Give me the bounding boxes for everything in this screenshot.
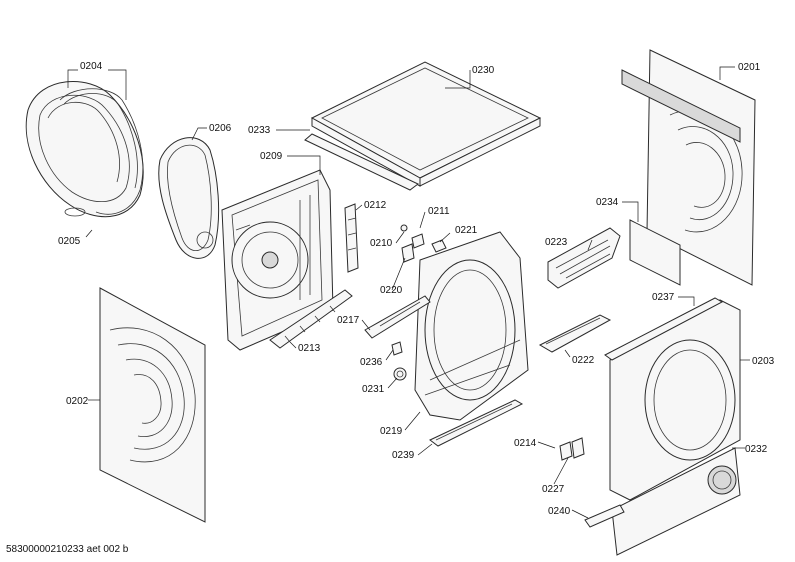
label-0204: 0204 [80, 61, 103, 72]
part-0203-front-panel [609, 299, 741, 501]
part-0213-bracket [269, 289, 353, 349]
part-0239-seal-frame [429, 399, 524, 447]
part-0202-side-panel [99, 287, 206, 523]
part-0211-sensor [411, 233, 425, 249]
label-0214: 0214 [514, 438, 537, 449]
label-0240: 0240 [548, 506, 571, 517]
label-0220: 0220 [380, 285, 403, 296]
label-0206: 0206 [209, 123, 232, 134]
part-0227-hinge [571, 437, 585, 459]
part-0209-rear-wall [221, 169, 334, 351]
part-0233-cover-plate [304, 133, 419, 191]
part-0206-loop-seal [158, 137, 220, 259]
label-0234: 0234 [596, 197, 619, 208]
part-0205-gasket [59, 88, 144, 215]
part-0212-rail [344, 203, 359, 273]
label-0222: 0222 [572, 355, 595, 366]
part-0210-screw [400, 224, 408, 232]
label-0211: 0211 [428, 206, 450, 217]
label-0221: 0221 [455, 225, 478, 236]
part-0222-gasket [538, 314, 612, 353]
label-0203: 0203 [752, 356, 775, 367]
part-0204-door-seal [25, 81, 144, 218]
label-0237: 0237 [652, 292, 675, 303]
leader-lines [67, 66, 750, 519]
part-0201-rear-panel [621, 49, 756, 286]
part-0217-filter-guide [364, 295, 431, 339]
part-0214-lock [559, 441, 573, 461]
part-0221-connector [431, 239, 447, 253]
label-0201: 0201 [738, 62, 761, 73]
label-0202: 0202 [66, 396, 89, 407]
label-0219: 0219 [380, 426, 403, 437]
label-0210: 0210 [370, 238, 393, 249]
label-0236: 0236 [360, 357, 383, 368]
part-0231-knob [393, 367, 407, 381]
label-0232: 0232 [745, 444, 768, 455]
part-0240-plinth-clip [584, 504, 625, 528]
label-0227: 0227 [542, 484, 565, 495]
part-0219-bearing-shield [414, 231, 529, 421]
part-0230-top-cover [310, 61, 542, 187]
label-0230: 0230 [472, 65, 495, 76]
part-0220-clip [401, 243, 415, 263]
label-0231: 0231 [362, 384, 385, 395]
label-0217: 0217 [337, 315, 360, 326]
part-0236-clip [391, 341, 403, 356]
label-0233: 0233 [248, 125, 271, 136]
callout-labels: 0204 0205 0206 0209 0233 0230 0212 0211 … [58, 61, 775, 517]
label-0212: 0212 [364, 200, 387, 211]
label-0209: 0209 [260, 151, 283, 162]
label-0239: 0239 [392, 450, 415, 461]
label-0205: 0205 [58, 236, 81, 247]
label-0213: 0213 [298, 343, 321, 354]
part-0237-panel-rail [604, 297, 724, 361]
part-0232-plinth [611, 447, 741, 556]
label-0223: 0223 [545, 237, 568, 248]
part-0223-condenser [547, 227, 621, 289]
part-0234-filter-pad [629, 219, 681, 286]
drawing-reference: 58300000210233 aet 002 b [6, 544, 129, 555]
